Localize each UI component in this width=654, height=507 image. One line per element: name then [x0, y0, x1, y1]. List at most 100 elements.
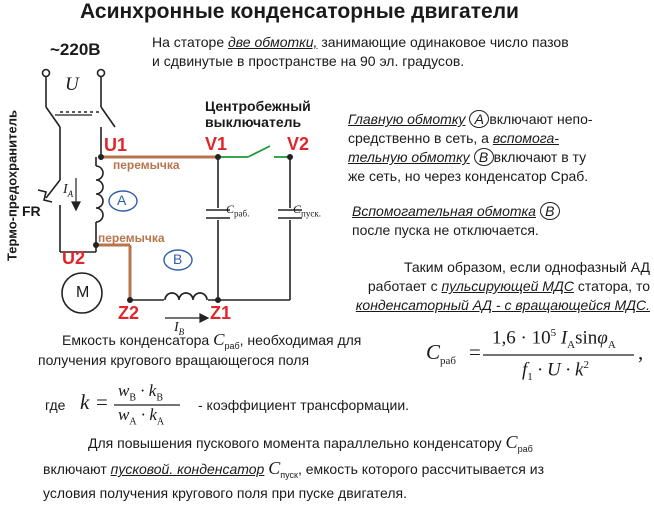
capacitor-start-label: Cпуск. [293, 202, 321, 218]
formula-num-exp: 5 [550, 327, 557, 339]
terminal-u1: U1 [104, 135, 128, 155]
aux-winding-line1: Вспомогательная обмотка B [352, 202, 652, 221]
supply-terminals [41, 68, 106, 107]
terminal-v2: V2 [287, 134, 310, 154]
current-b-symbol: I [174, 320, 179, 335]
current-a-label: IA [63, 182, 73, 199]
summary-line3: конденсаторный АД - с вращающейся МДС. [355, 297, 650, 313]
capacitor-work-label: Cраб. [226, 202, 249, 218]
terminal-z2: Z2 [118, 303, 140, 323]
k-num-k-sub: B [156, 392, 163, 404]
supply-label: ~220В [50, 40, 101, 59]
main-winding-term: Главную обмотку [348, 111, 466, 127]
summary-line2: работает с пульсирующей МДС статора, то [310, 277, 650, 296]
formula-numerator: 1,6 · 105 IAsinφA [492, 327, 616, 351]
capacitor-work-sub: раб. [234, 208, 250, 219]
start-cap-line1: Для повышения пускового момента параллел… [88, 433, 533, 459]
node-v1 [215, 154, 221, 160]
start-cap-sym1: C [505, 432, 518, 452]
aux-winding-text: включают в ту [493, 149, 587, 165]
capacitor-start-sub: пуск. [301, 208, 321, 219]
formula-bars [114, 354, 634, 406]
formula-lhs-symbol: C [426, 340, 441, 364]
capacity-line1: Емкость конденсатора Cраб, необходимая д… [62, 330, 422, 356]
current-a-sub: A [67, 188, 74, 199]
k-description: - коэффициент трансформации. [198, 397, 410, 413]
k-symbol: k [80, 390, 90, 414]
current-b-label: IB [174, 320, 184, 337]
centrifugal-switch [218, 145, 290, 158]
formula-lhs: Cраб [426, 340, 456, 367]
k-equals: = [96, 390, 108, 414]
current-a-symbol: I [63, 182, 68, 197]
thermo-fuse-label: Термо-предохранитель [4, 110, 20, 261]
node-z2 [127, 297, 133, 303]
intro-paragraph: На статоре две обмотки, занимающие одина… [152, 33, 652, 71]
intro-text-a: На статоре [152, 34, 229, 50]
where-label: где [45, 397, 66, 413]
formula-den-rest: · U · k [532, 359, 584, 381]
capacitor-start [277, 208, 303, 220]
current-b-arrow [165, 313, 210, 323]
formula-num-current-sub: A [567, 339, 576, 352]
capacitor-work [205, 208, 231, 220]
coil-b-gap [164, 299, 208, 302]
capacity-text-b: , необходимая для [239, 332, 362, 348]
formula-num-current: I [556, 327, 568, 349]
terminal-u2: U2 [62, 248, 86, 268]
formula-num-phi: φ [597, 327, 608, 349]
main-winding-line4: же сеть, но через конденсатор Сраб. [348, 168, 589, 184]
voltage-label: U [65, 74, 79, 95]
winding-a-letter: A [117, 192, 127, 208]
aux-winding-paragraph: Вспомогательная обмотка B после пуска не… [352, 202, 652, 240]
k-den-k: · k [136, 405, 157, 424]
start-cap-text2a: включают [43, 461, 111, 477]
k-den-w: w [118, 405, 130, 424]
k-num-w: w [118, 381, 130, 400]
winding-b-coil [164, 292, 208, 301]
motor-letter: M [76, 284, 90, 301]
slide-title: Асинхронные конденсаторные двигатели [80, 0, 519, 23]
summary-paragraph: Таким образом, если однофазный АД работа… [310, 258, 650, 315]
formula-denominator: f1 · U · k2 [522, 359, 589, 383]
formula-num-sin: sin [575, 327, 598, 349]
main-switch [45, 106, 116, 137]
main-winding-text2: средственно в сеть, а [348, 130, 493, 146]
start-cap-sym2: C [268, 458, 281, 478]
start-cap-text2c: , емкость которого рассчитывается из [297, 461, 544, 477]
k-denominator: wA · kA [118, 405, 164, 427]
start-cap-sym2-sub: пуск [280, 469, 298, 480]
formula-equals: = [469, 340, 481, 364]
main-winding-text: включают непо- [489, 111, 593, 127]
k-num-w-sub: B [129, 392, 137, 404]
formula-num-phi-sub: A [607, 339, 616, 352]
node-u1 [98, 154, 104, 160]
k-den-k-sub: A [156, 416, 165, 428]
intro-line1: На статоре две обмотки, занимающие одина… [152, 33, 652, 52]
main-winding-line2: средственно в сеть, а вспомога- [348, 129, 648, 148]
capacity-text-a: Емкость конденсатора [62, 332, 214, 348]
aux-winding-circle2: B [539, 202, 560, 220]
formula-den-f: f [522, 359, 528, 381]
winding-b-letter: B [173, 251, 183, 267]
intro-line2: и сдвинутые в пространстве на 90 эл. гра… [152, 53, 465, 69]
start-cap-sym1-sub: раб [517, 443, 533, 454]
formula-lhs-sub: раб [440, 355, 456, 368]
summary-pulsating: пульсирующей МДС [441, 278, 574, 294]
intro-text-c: занимающие одинаковое число пазов [317, 34, 569, 50]
terminal-z1: Z1 [210, 303, 232, 323]
formula-den-f-sub: 1 [527, 371, 533, 384]
capacity-line2: получения кругового вращающегося поля [38, 352, 310, 368]
aux-winding-circle: B [473, 148, 494, 166]
formula-comma: , [638, 340, 644, 364]
centrifugal-label-line1: Центробежный [205, 98, 311, 114]
centrifugal-label-line2: выключатель [205, 114, 302, 130]
start-cap-text1: Для повышения пускового момента параллел… [88, 435, 506, 451]
centrifugal-switch-label: Центробежный выключатель [205, 98, 311, 130]
capacitor-work-symbol: C [226, 202, 235, 216]
k-den-w-sub: A [129, 416, 137, 428]
